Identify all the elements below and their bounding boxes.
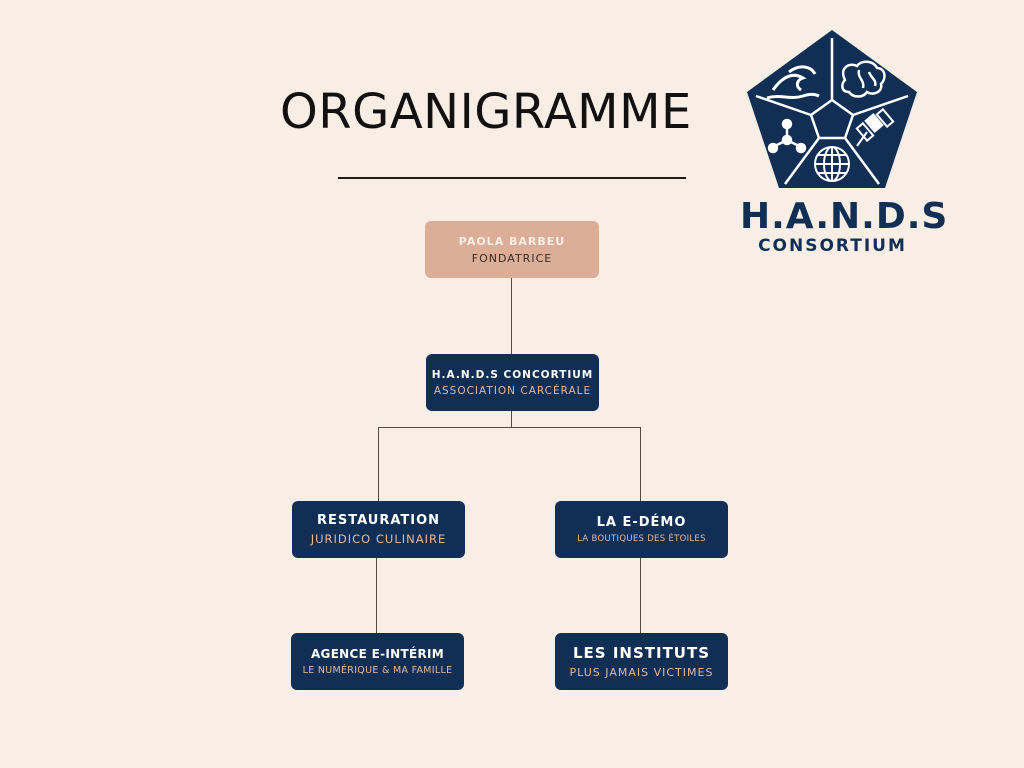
node-consortium: H.A.N.D.S CONCORTIUM ASSOCIATION CARCÉRA… — [426, 354, 599, 411]
logo-subtitle: CONSORTIUM — [758, 236, 907, 256]
connector-consortium-down — [511, 411, 512, 427]
node-founder-name: PAOLA BARBEU — [458, 234, 566, 248]
title-divider — [338, 177, 686, 179]
node-consortium-role: ASSOCIATION CARCÉRALE — [433, 384, 592, 397]
satellite-icon — [855, 107, 895, 147]
connector-right-down — [640, 427, 641, 501]
node-restauration: RESTAURATION JURIDICO CULINAIRE — [292, 501, 465, 558]
node-founder: PAOLA BARBEU FONDATRICE — [425, 221, 599, 278]
connector-founder-consortium — [511, 278, 512, 355]
node-agence-name: AGENCE E-INTÉRIM — [310, 647, 445, 661]
node-instituts: LES INSTITUTS PLUS JAMAIS VICTIMES — [555, 633, 728, 690]
molecule-icon — [767, 118, 807, 154]
node-instituts-name: LES INSTITUTS — [572, 644, 711, 662]
node-founder-role: FONDATRICE — [471, 251, 553, 265]
node-agence-role: LE NUMÉRIQUE & MA FAMILLE — [302, 665, 453, 676]
node-edemo: LA E-DÉMO LA BOUTIQUES DES ÉTOILES — [555, 501, 728, 558]
node-agence: AGENCE E-INTÉRIM LE NUMÉRIQUE & MA FAMIL… — [291, 633, 464, 690]
wave-icon — [766, 65, 820, 100]
logo-name: H.A.N.D.S — [740, 196, 949, 237]
brain-icon — [841, 60, 886, 98]
connector-restauration-agence — [376, 558, 377, 633]
node-restauration-name: RESTAURATION — [316, 513, 441, 528]
node-restauration-role: JURIDICO CULINAIRE — [310, 532, 447, 546]
node-edemo-name: LA E-DÉMO — [596, 515, 687, 530]
node-instituts-role: PLUS JAMAIS VICTIMES — [569, 666, 714, 679]
node-consortium-name: H.A.N.D.S CONCORTIUM — [431, 368, 594, 381]
connector-edemo-instituts — [640, 558, 641, 633]
globe-icon — [814, 146, 850, 182]
page-title: ORGANIGRAMME — [280, 84, 692, 140]
hands-logo — [747, 30, 917, 188]
node-edemo-role: LA BOUTIQUES DES ÉTOILES — [577, 534, 706, 544]
connector-left-down — [378, 427, 379, 501]
connector-horizontal — [378, 427, 641, 428]
